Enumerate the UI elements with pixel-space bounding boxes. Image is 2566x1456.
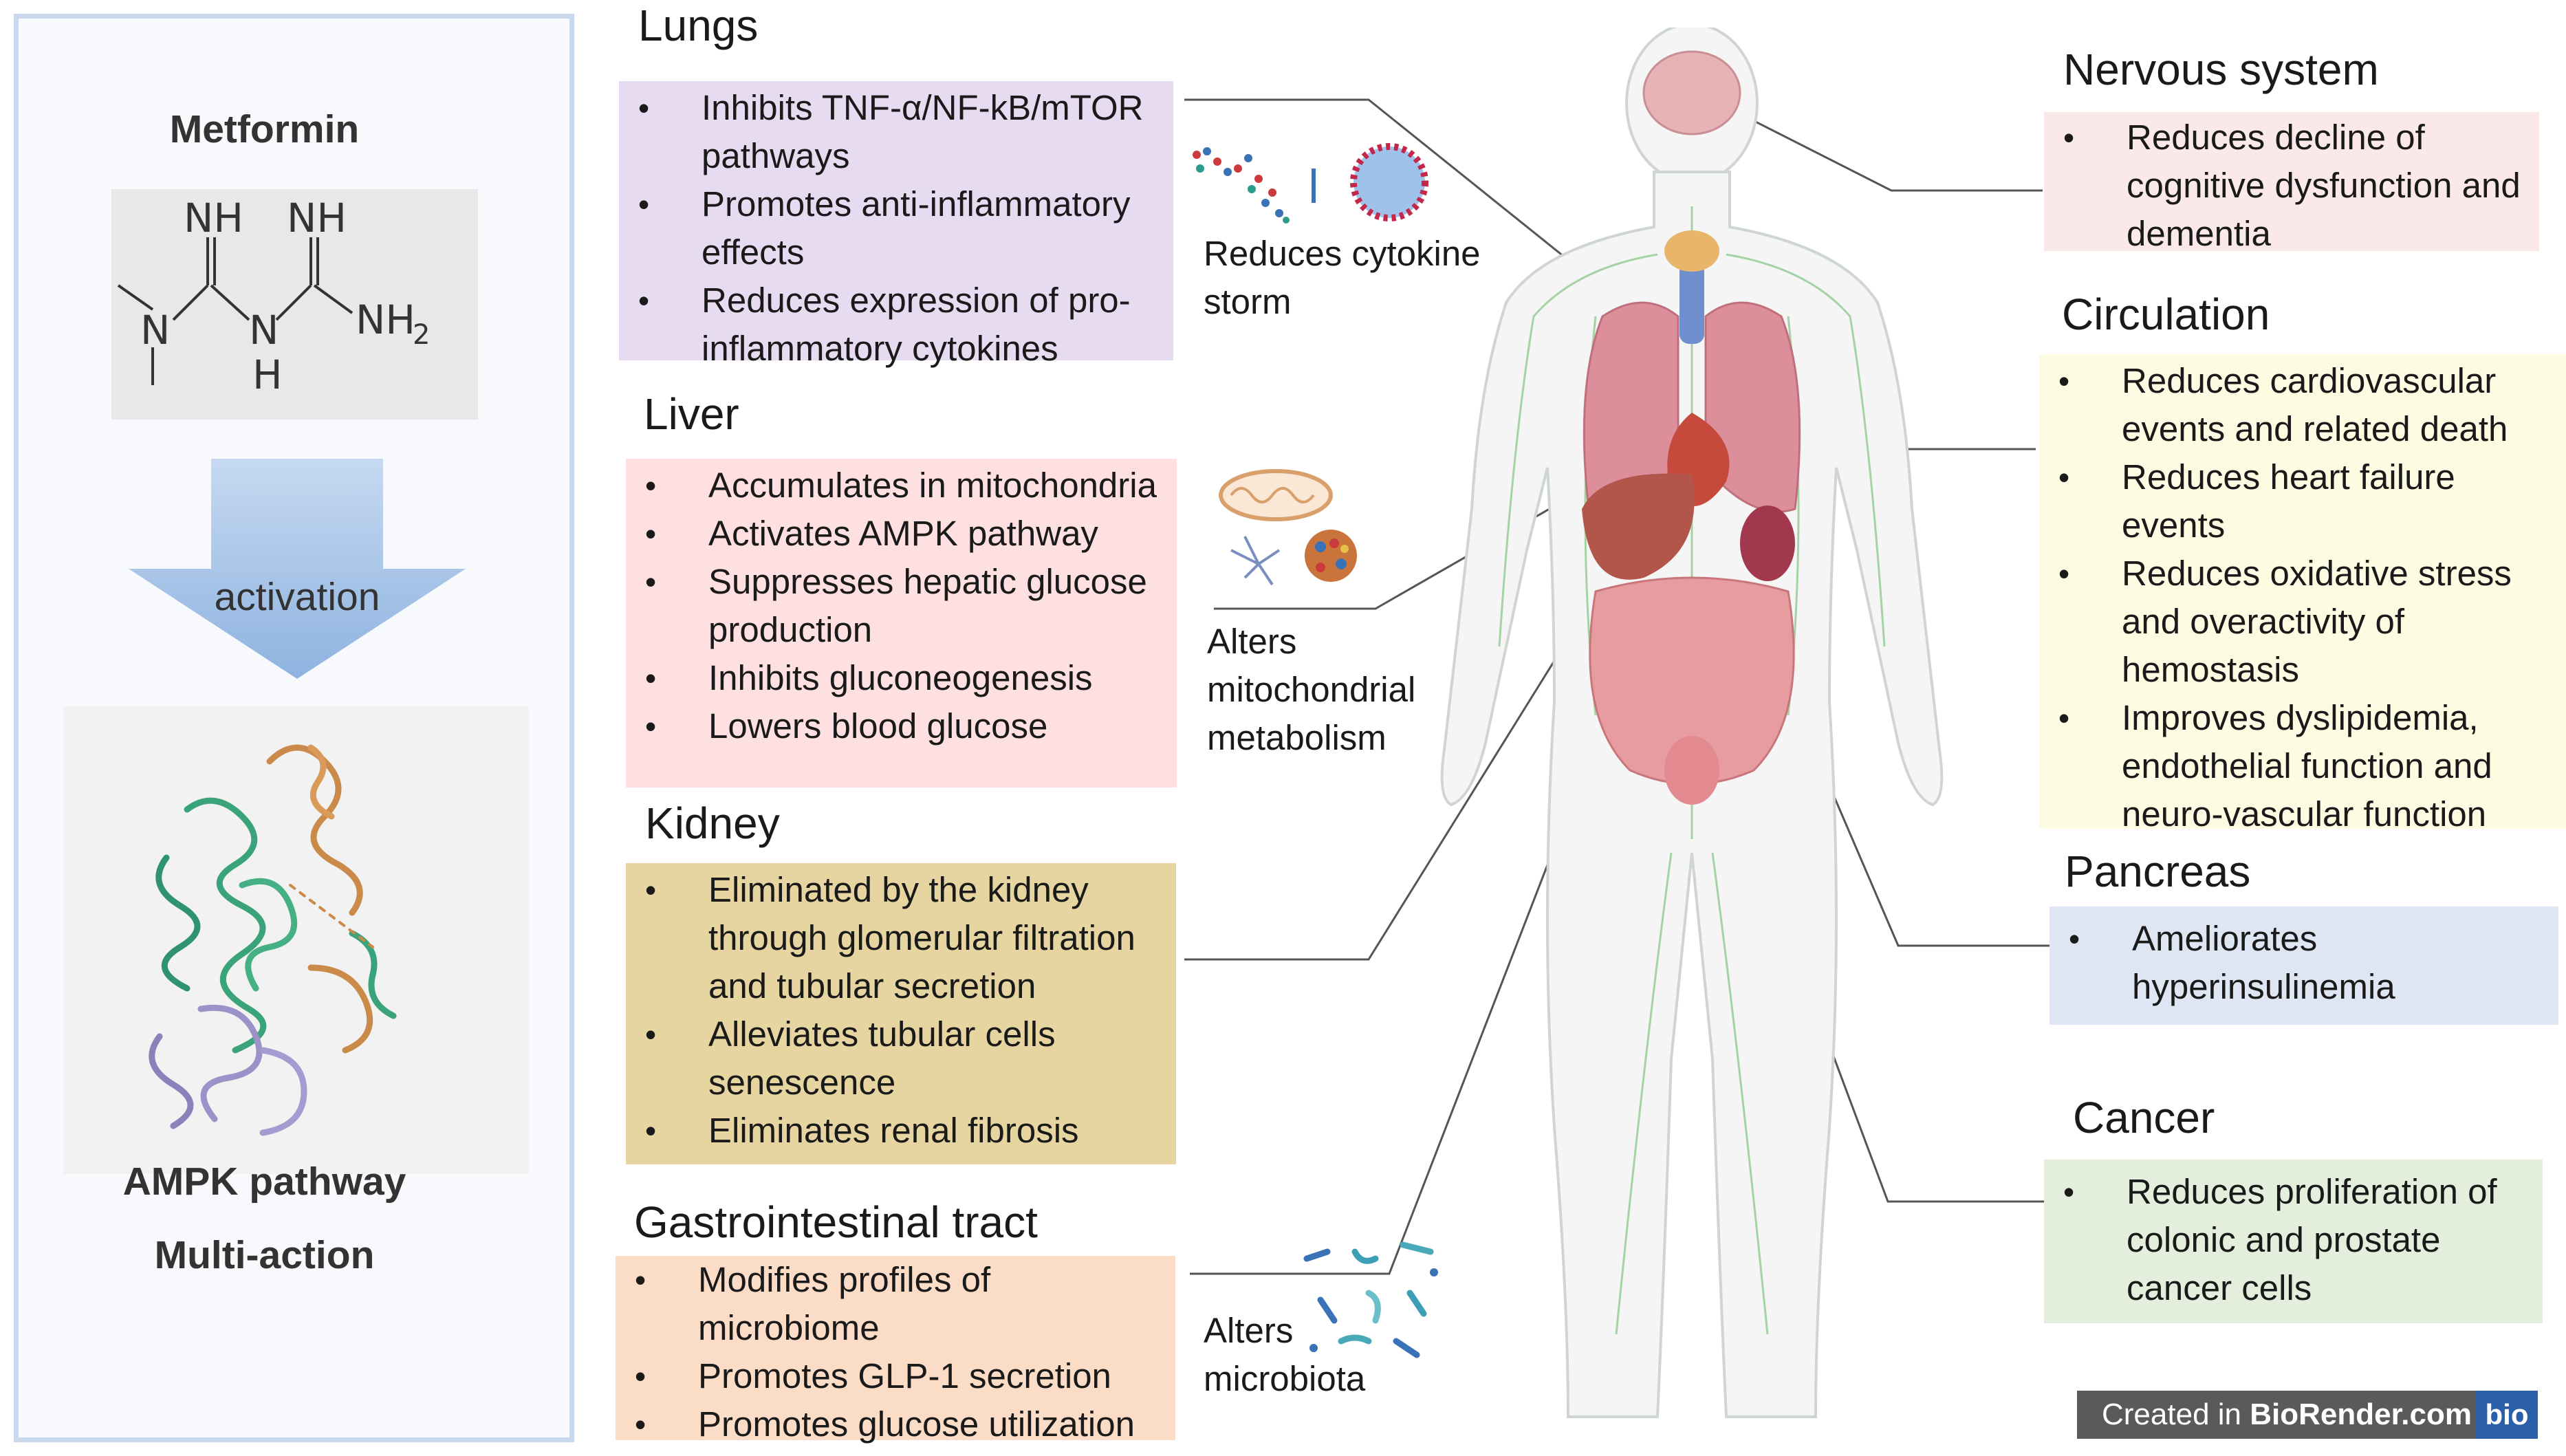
- liver-item: Lowers blood glucose: [626, 702, 1177, 750]
- lungs-note: Reduces cytokine storm: [1204, 234, 1481, 321]
- circulation-box: Reduces cardiovascular events and relate…: [2039, 354, 2566, 834]
- cytokine-illustration: [1193, 143, 1428, 224]
- nervous-list: Reduces decline of cognitive dysfunction…: [2044, 113, 2539, 258]
- activation-arrow: [129, 459, 466, 679]
- circulation-list: Reduces cardiovascular events and relate…: [2039, 357, 2566, 838]
- cancer-title: Cancer: [2073, 1093, 2215, 1142]
- atom-nh2-subscript: 2: [413, 319, 430, 351]
- liver-list: Accumulates in mitochondria Activates AM…: [626, 461, 1177, 750]
- action-label: Multi-action: [154, 1233, 375, 1277]
- ampk-protein-structure: [63, 706, 529, 1174]
- atom-nh2: NH: [356, 296, 415, 343]
- biorender-logo: bio: [2476, 1391, 2538, 1439]
- circulation-title: Circulation: [2062, 290, 2270, 339]
- gi-note: Alters microbiota: [1204, 1311, 1366, 1398]
- pancreas-list: Ameliorates hyperinsulinemia: [2049, 915, 2558, 1011]
- ampk-protein-svg: [149, 744, 397, 1136]
- liver-item: Suppresses hepatic glucose production: [626, 558, 1177, 654]
- microbiota-illustration: [1303, 1241, 1438, 1358]
- cancer-box: Reduces proliferation of colonic and pro…: [2044, 1160, 2543, 1323]
- gi-item: Promotes GLP-1 secretion: [616, 1352, 1175, 1400]
- kidney-title: Kidney: [645, 798, 780, 848]
- lungs-item: Reduces expression of pro-inflammatory c…: [619, 276, 1173, 373]
- lungs-item: Promotes anti-inflammatory effects: [619, 180, 1173, 276]
- gi-box: Modifies profiles of microbiome Promotes…: [616, 1256, 1175, 1448]
- lungs-list: Inhibits TNF-α/NF-kB/mTOR pathways Promo…: [619, 84, 1173, 373]
- pancreas-item: Ameliorates hyperinsulinemia: [2049, 915, 2558, 1011]
- left-panel: Metformin NH NH N N H NH: [14, 14, 574, 1442]
- circulation-item: Reduces cardiovascular events and relate…: [2039, 357, 2566, 453]
- pancreas-title: Pancreas: [2065, 847, 2251, 896]
- credit-brand: BioRender.com: [2250, 1398, 2472, 1431]
- liver-title: Liver: [644, 389, 739, 439]
- cancer-item: Reduces proliferation of colonic and pro…: [2044, 1168, 2543, 1312]
- mitochondria-illustration: [1219, 469, 1357, 586]
- credit-prefix: Created in: [2102, 1398, 2250, 1431]
- nervous-box: Reduces decline of cognitive dysfunction…: [2044, 112, 2539, 253]
- metformin-structure-svg: NH NH N N H NH 2: [117, 195, 430, 398]
- gi-list: Modifies profiles of microbiome Promotes…: [616, 1256, 1175, 1448]
- liver-note: Alters mitochondrial metabolism: [1207, 622, 1416, 757]
- lungs-box: Inhibits TNF-α/NF-kB/mTOR pathways Promo…: [619, 81, 1173, 368]
- kidney-item: Eliminated by the kidney through glomeru…: [626, 866, 1176, 1010]
- biorender-credit: Created in BioRender.com bio: [2077, 1391, 2538, 1439]
- human-body-illustration: [1440, 28, 1944, 1418]
- activation-label: activation: [214, 575, 380, 619]
- circulation-item: Reduces oxidative stress and overactivit…: [2039, 550, 2566, 694]
- cancer-list: Reduces proliferation of colonic and pro…: [2044, 1168, 2543, 1312]
- lungs-item: Inhibits TNF-α/NF-kB/mTOR pathways: [619, 84, 1173, 180]
- nervous-title: Nervous system: [2063, 45, 2379, 94]
- liver-item: Accumulates in mitochondria: [626, 461, 1177, 510]
- atom-n-mid: N: [249, 307, 279, 354]
- atom-h: H: [252, 351, 283, 398]
- nervous-item: Reduces decline of cognitive dysfunction…: [2044, 113, 2539, 258]
- kidney-box: Eliminated by the kidney through glomeru…: [626, 863, 1176, 1164]
- drug-name: Metformin: [169, 107, 360, 151]
- circulation-item: Improves dyslipidemia, endothelial funct…: [2039, 694, 2566, 838]
- kidney-item: Eliminates renal fibrosis: [626, 1107, 1176, 1155]
- pancreas-box: Ameliorates hyperinsulinemia: [2049, 906, 2558, 1025]
- atom-nh-left: NH: [184, 195, 243, 241]
- pathway-label: AMPK pathway: [122, 1160, 406, 1204]
- lungs-title: Lungs: [638, 1, 759, 50]
- liver-item: Inhibits gluconeogenesis: [626, 654, 1177, 702]
- atom-nh-right: NH: [287, 195, 347, 241]
- liver-box: Accumulates in mitochondria Activates AM…: [626, 459, 1177, 787]
- kidney-item: Alleviates tubular cells senescence: [626, 1010, 1176, 1107]
- circulation-item: Reduces heart failure events: [2039, 453, 2566, 550]
- gi-title: Gastrointestinal tract: [634, 1197, 1038, 1247]
- metformin-structure: NH NH N N H NH 2: [111, 189, 478, 420]
- atom-n-left: N: [140, 307, 170, 354]
- gi-item: Promotes glucose utilization: [616, 1400, 1175, 1448]
- kidney-list: Eliminated by the kidney through glomeru…: [626, 866, 1176, 1155]
- liver-item: Activates AMPK pathway: [626, 510, 1177, 558]
- gi-item: Modifies profiles of microbiome: [616, 1256, 1175, 1352]
